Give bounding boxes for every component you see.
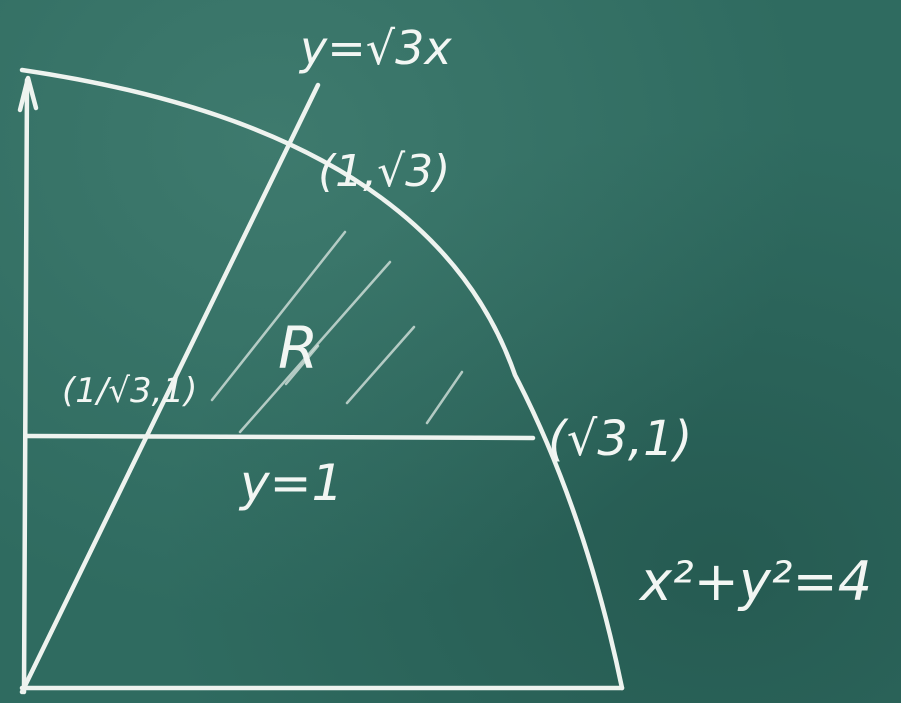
- label-circle-equation: x²+y²=4: [638, 550, 872, 613]
- y-axis-arrowhead: [17, 75, 39, 113]
- y-axis: [21, 77, 30, 695]
- label-point-sqrt3-1: (√3,1): [548, 411, 692, 467]
- label-point-inv-sqrt3-1: (1/√3,1): [62, 371, 197, 411]
- circle-arc: [19, 67, 625, 691]
- label-line-y1: y=1: [238, 454, 343, 512]
- line-y-equals-1: [23, 433, 536, 441]
- region-hatching: [210, 230, 464, 434]
- label-region-r: R: [278, 314, 318, 382]
- line-y-sqrt3x: [19, 82, 321, 695]
- label-point-1-sqrt3: (1,√3): [318, 146, 450, 197]
- label-line-sqrt3x: y=√3x: [298, 21, 452, 75]
